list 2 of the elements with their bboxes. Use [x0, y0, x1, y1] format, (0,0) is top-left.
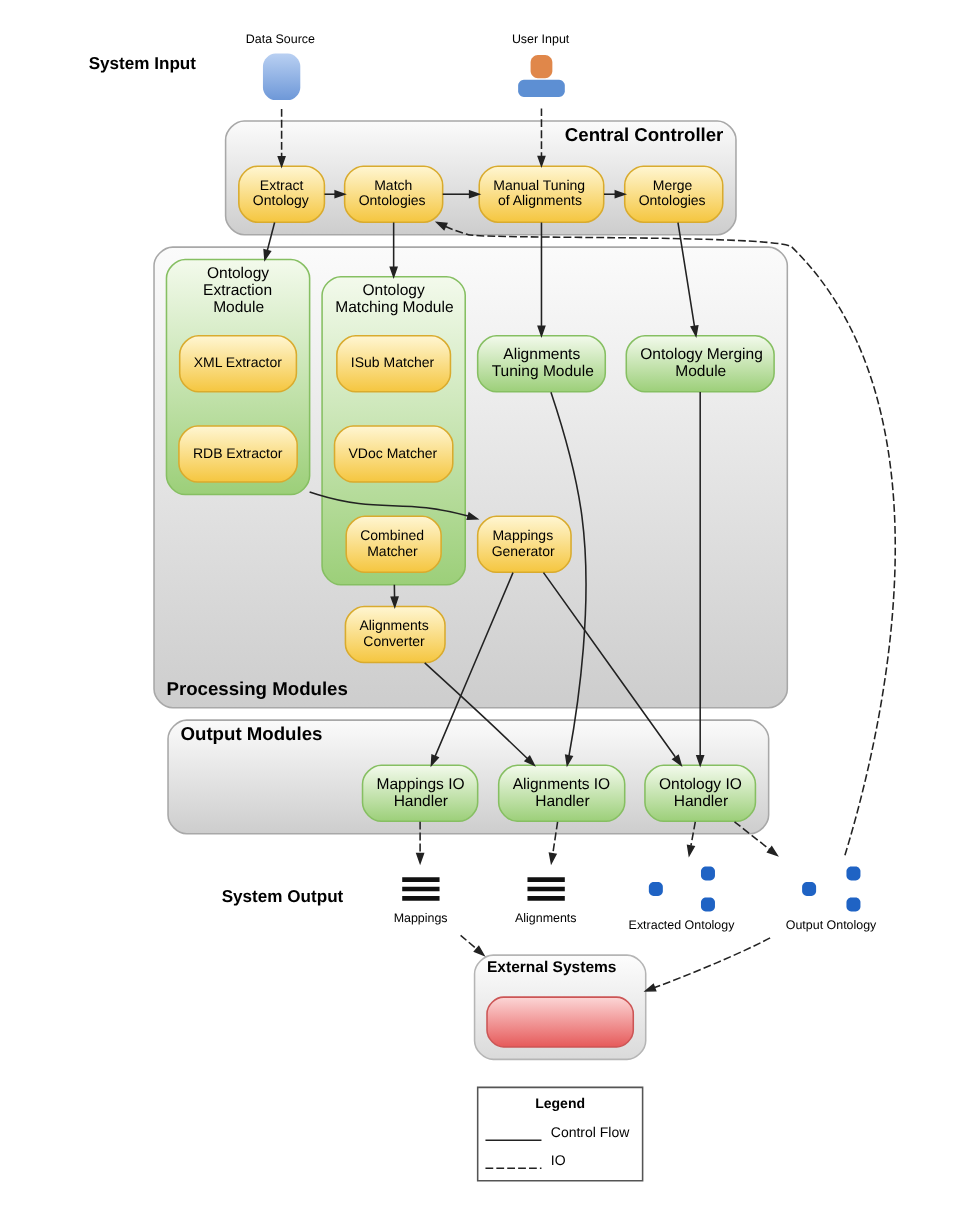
label: System Input [87, 52, 196, 73]
label: System Output [220, 885, 343, 906]
